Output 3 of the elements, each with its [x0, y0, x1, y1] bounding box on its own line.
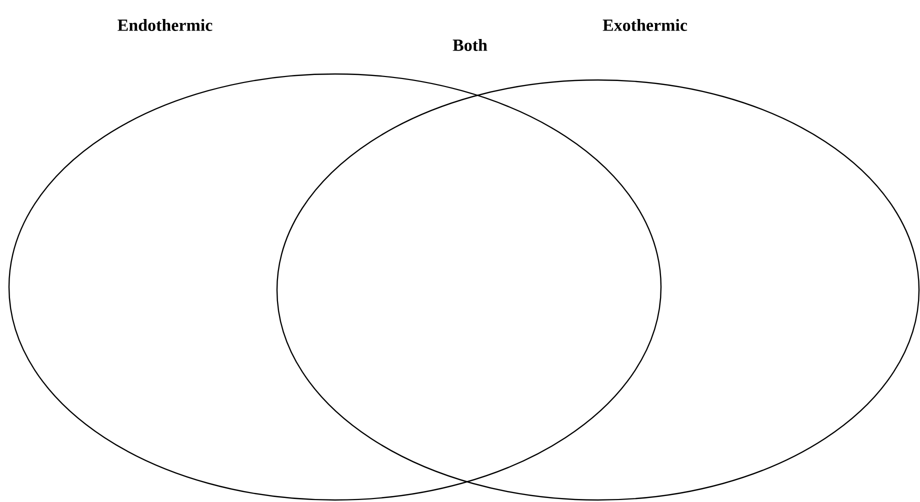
set-heading: Exothermic	[602, 19, 688, 31]
overlap-label: Both	[452, 39, 488, 51]
set-heading: Endothermic	[118, 19, 212, 31]
